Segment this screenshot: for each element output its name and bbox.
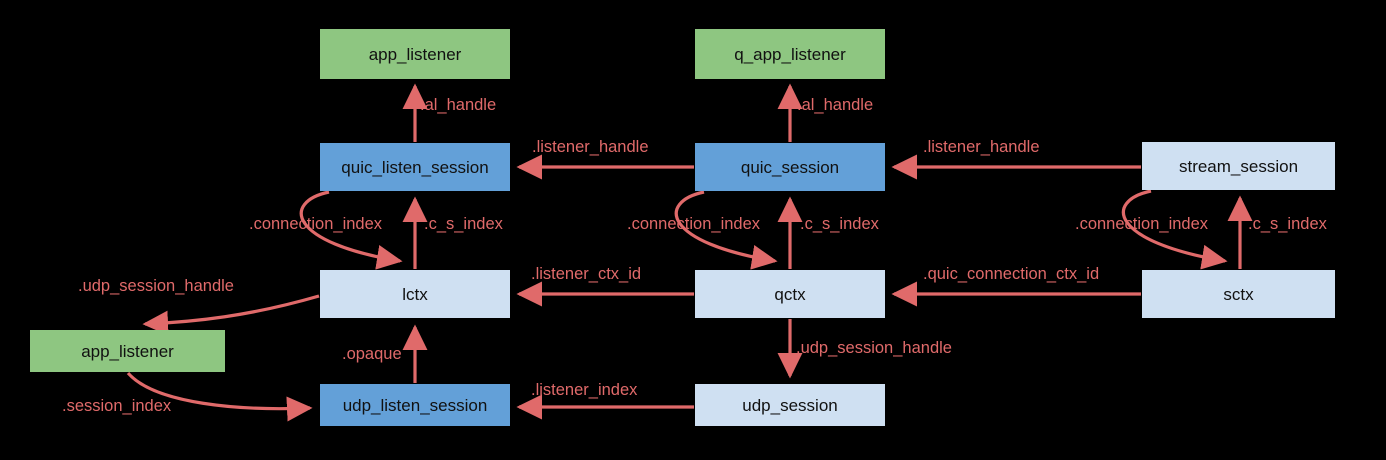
- edge-udp-session-handle-lctx: [142, 294, 320, 336]
- node-label: q_app_listener: [734, 44, 846, 64]
- edge-label-session-index: .session_index: [62, 397, 172, 415]
- node-app-listener-bottom[interactable]: app_listener: [30, 330, 225, 372]
- node-quic-listen-session[interactable]: quic_listen_session: [320, 143, 510, 191]
- node-label: qctx: [774, 284, 806, 304]
- node-qctx[interactable]: qctx: [695, 270, 885, 318]
- edge-label-quic-connection-ctx-id: .quic_connection_ctx_id: [923, 265, 1100, 283]
- edge-label-listener-index: .listener_index: [531, 381, 638, 399]
- node-quic-session[interactable]: quic_session: [695, 143, 885, 191]
- node-label: udp_listen_session: [342, 395, 488, 415]
- edge-label-opaque: .opaque: [342, 345, 402, 363]
- edge-label-connection-index-qs: .connection_index: [627, 215, 761, 233]
- edge-label-listener-handle-left: .listener_handle: [532, 138, 649, 156]
- node-stream-session[interactable]: stream_session: [1142, 142, 1335, 190]
- node-udp-session[interactable]: udp_session: [695, 384, 885, 426]
- edge-label-c-s-index-lctx: .c_s_index: [424, 215, 503, 233]
- node-label: udp_session: [742, 395, 838, 415]
- node-lctx[interactable]: lctx: [320, 270, 510, 318]
- node-label: quic_session: [740, 157, 840, 177]
- node-label: quic_listen_session: [341, 157, 489, 177]
- edge-label-al-handle-right: .al_handle: [797, 96, 874, 114]
- edge-label-c-s-index-sctx: .c_s_index: [1248, 215, 1327, 233]
- node-label: stream_session: [1178, 156, 1299, 176]
- node-label: app_listener: [81, 341, 174, 361]
- edge-label-al-handle-left: .al_handle: [420, 96, 497, 114]
- edge-label-udp-session-handle-qctx: .udp_session_handle: [796, 339, 952, 357]
- node-q-app-listener[interactable]: q_app_listener: [695, 29, 885, 79]
- edge-label-listener-ctx-id: .listener_ctx_id: [531, 265, 642, 283]
- node-udp-listen-session[interactable]: udp_listen_session: [320, 384, 510, 426]
- node-label: sctx: [1223, 284, 1254, 304]
- edge-label-connection-index-qls: .connection_index: [249, 215, 383, 233]
- node-app-listener-top[interactable]: app_listener: [320, 29, 510, 79]
- edge-label-udp-session-handle-lctx: .udp_session_handle: [78, 277, 234, 295]
- node-sctx[interactable]: sctx: [1142, 270, 1335, 318]
- edge-label-c-s-index-qctx: .c_s_index: [800, 215, 879, 233]
- edge-label-connection-index-ss: .connection_index: [1075, 215, 1209, 233]
- edge-label-listener-handle-right: .listener_handle: [923, 138, 1040, 156]
- node-label: app_listener: [368, 44, 462, 64]
- node-label: lctx: [402, 284, 428, 304]
